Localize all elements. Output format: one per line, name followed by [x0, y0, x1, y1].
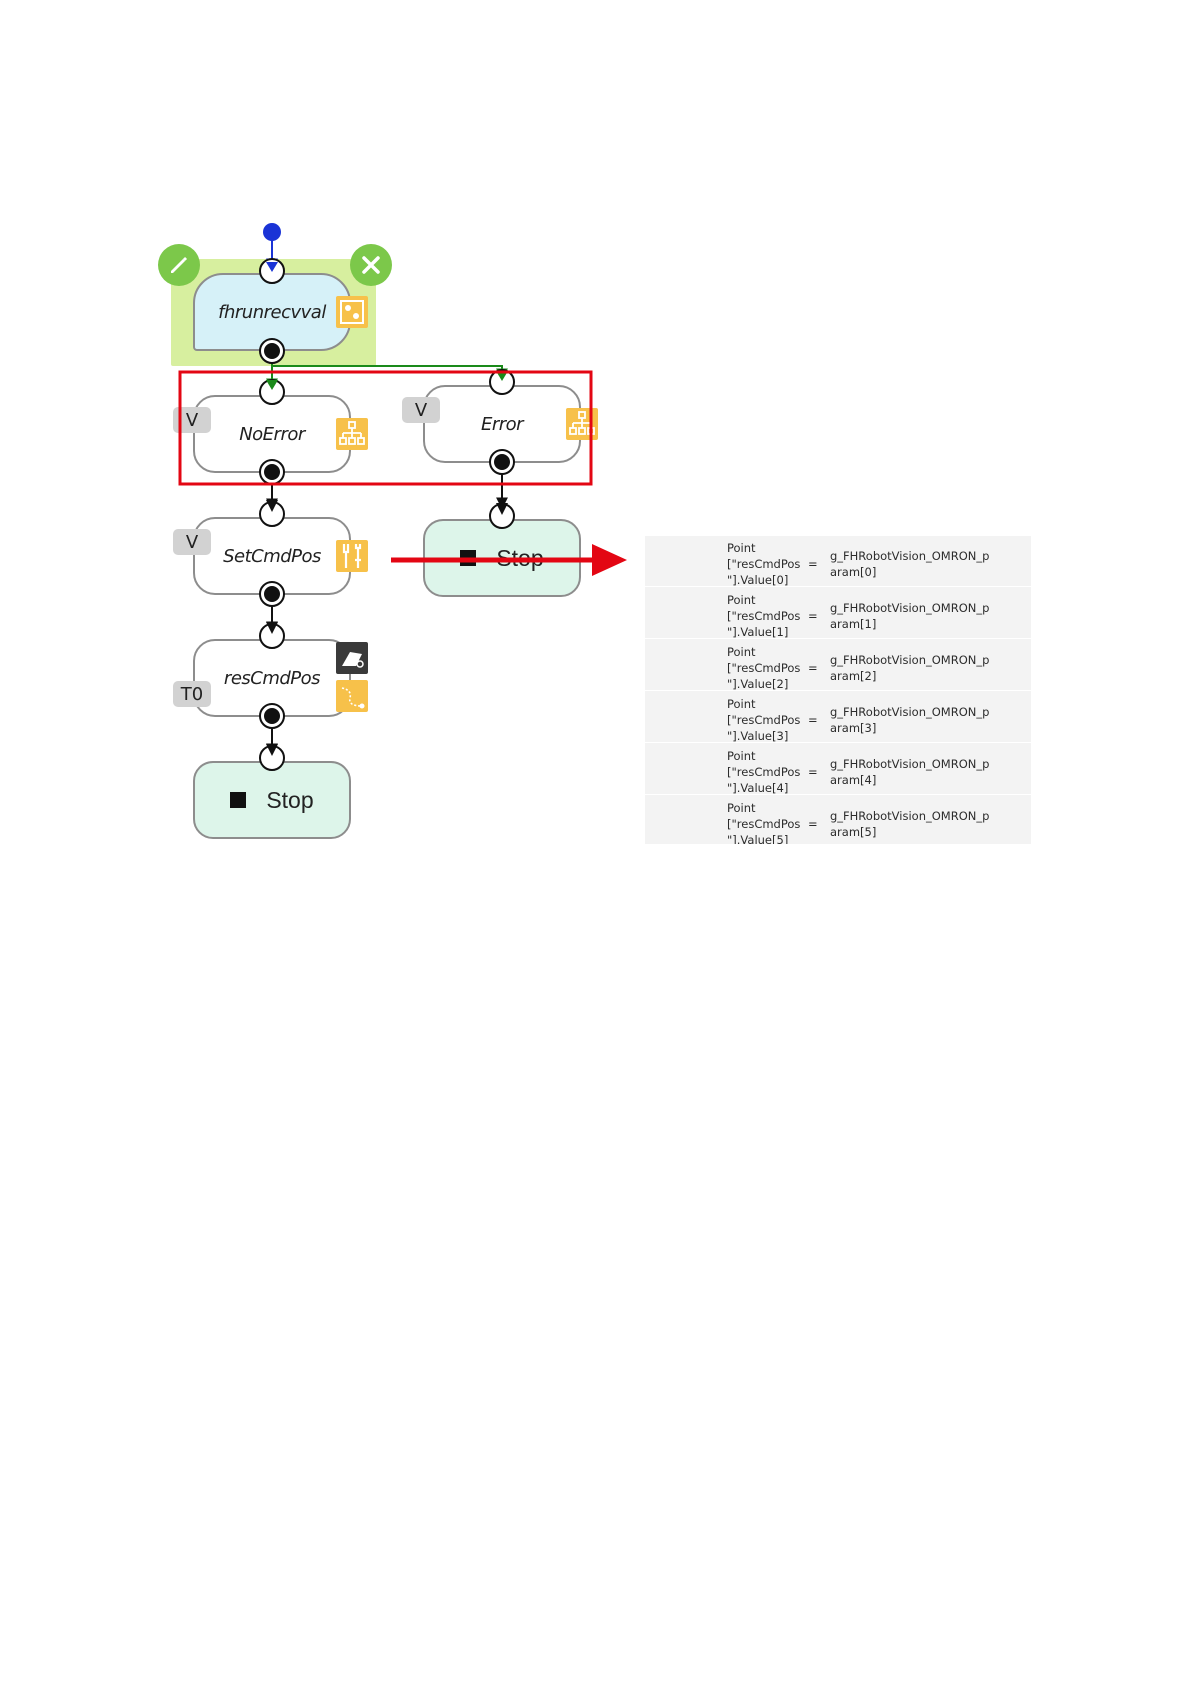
- program-icon: [336, 296, 368, 328]
- path-icon: [336, 680, 368, 712]
- property-row[interactable]: Point["resCmdPos"].Value[5] = g_FHRobotVis…: [645, 796, 1031, 844]
- delete-node-button[interactable]: [350, 244, 392, 286]
- node-label: fhrunrecvval: [218, 301, 326, 323]
- output-port: [259, 581, 285, 607]
- property-key: Point["resCmdPos"].Value[1]: [727, 593, 801, 639]
- property-row[interactable]: Point["resCmdPos"].Value[1] = g_FHRobotVis…: [645, 588, 1031, 639]
- properties-panel: Point["resCmdPos"].Value[0] = g_FHRobotVis…: [645, 536, 1031, 844]
- property-equals: =: [808, 661, 818, 675]
- node-label: resCmdPos: [223, 667, 321, 689]
- robot-move-icon: [336, 642, 368, 674]
- input-port: [489, 369, 515, 395]
- pencil-icon: [171, 256, 188, 273]
- property-row[interactable]: Point["resCmdPos"].Value[0] = g_FHRobotVis…: [645, 536, 1031, 587]
- stop-icon: [230, 792, 247, 808]
- highlight-box: [178, 370, 593, 486]
- property-row[interactable]: Point["resCmdPos"].Value[3] = g_FHRobotVis…: [645, 692, 1031, 743]
- node-rescmdpos-badge: T0: [173, 681, 211, 707]
- output-port: [489, 449, 515, 475]
- property-key: Point["resCmdPos"].Value[5]: [727, 801, 801, 844]
- property-key: Point["resCmdPos"].Value[3]: [727, 697, 801, 743]
- property-equals: =: [808, 713, 818, 727]
- branch-icon: [336, 418, 368, 450]
- output-port: [259, 459, 285, 485]
- callout-arrowhead: [592, 544, 627, 576]
- property-equals: =: [808, 609, 818, 623]
- edit-node-button[interactable]: [158, 244, 200, 286]
- property-key: Point["resCmdPos"].Value[0]: [727, 541, 801, 587]
- property-key: Point["resCmdPos"].Value[2]: [727, 645, 801, 691]
- node-label: SetCmdPos: [223, 545, 321, 567]
- close-icon: [362, 256, 380, 274]
- property-row[interactable]: Point["resCmdPos"].Value[4] = g_FHRobotVis…: [645, 744, 1031, 795]
- property-equals: =: [808, 765, 818, 779]
- property-key: Point["resCmdPos"].Value[4]: [727, 749, 801, 795]
- node-error-badge: V: [402, 397, 440, 423]
- property-row[interactable]: Point["resCmdPos"].Value[2] = g_FHRobotVis…: [645, 640, 1031, 691]
- stop-label: Stop: [266, 786, 314, 813]
- node-label: Error: [480, 413, 524, 435]
- output-port: [259, 703, 285, 729]
- property-equals: =: [808, 817, 818, 831]
- node-label: NoError: [239, 423, 305, 445]
- output-port: [259, 338, 285, 364]
- tool-icon: [336, 540, 368, 572]
- node-setcmdpos-badge: V: [173, 529, 211, 555]
- property-equals: =: [808, 557, 818, 571]
